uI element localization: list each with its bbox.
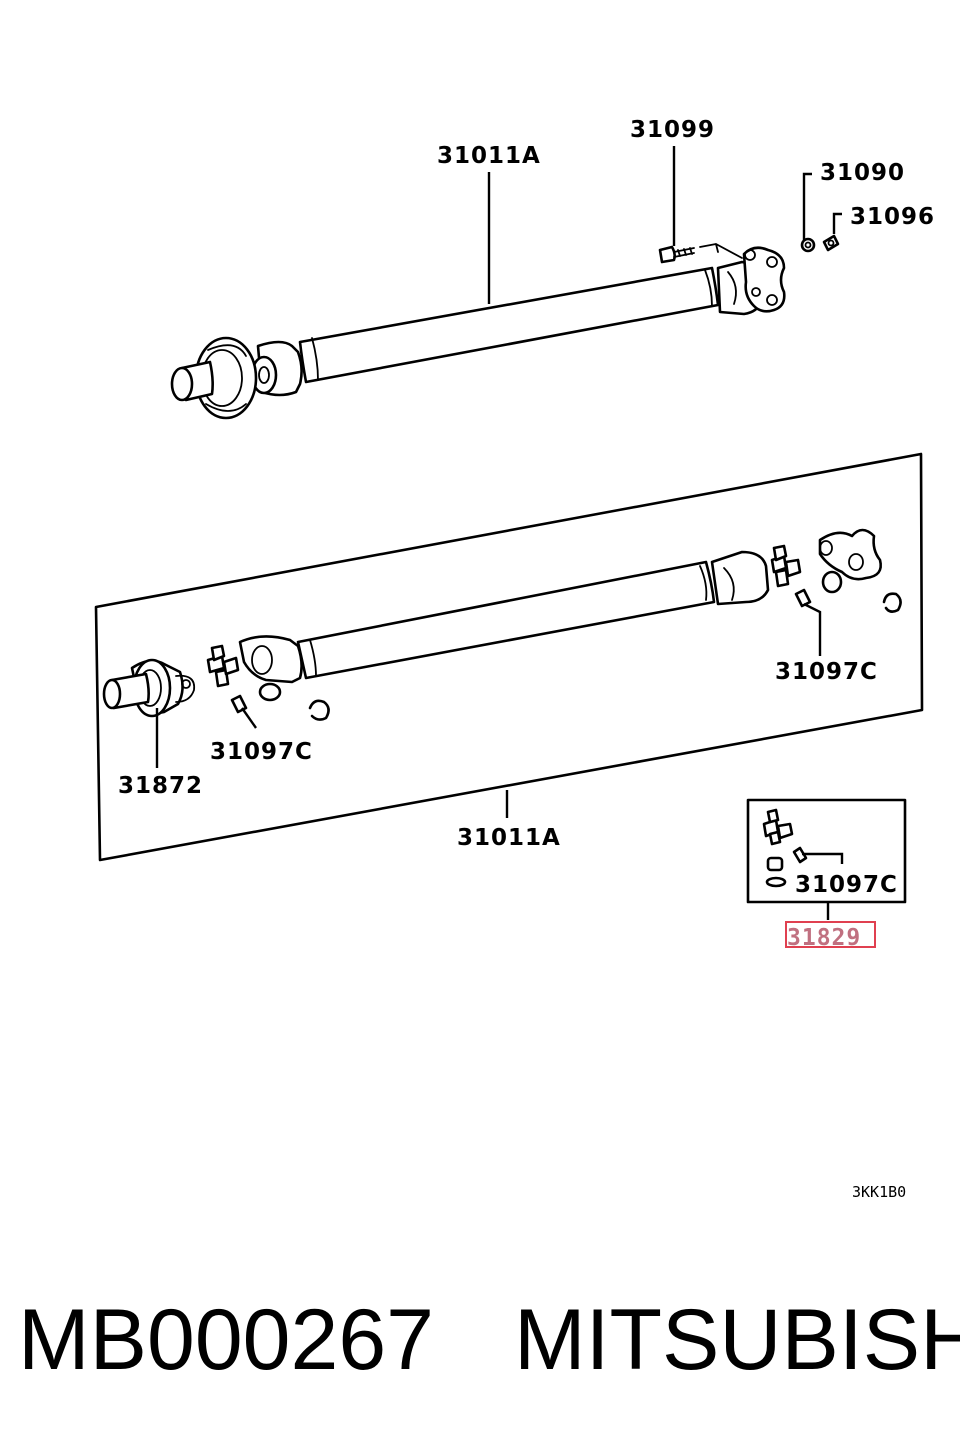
leader-kit-fitting <box>802 852 844 864</box>
label-kit[interactable]: 31829 <box>787 925 861 951</box>
lower-propeller-shaft <box>102 528 902 721</box>
lower-shaft-frame <box>94 452 924 862</box>
part-number: MB000267 <box>18 1291 434 1388</box>
exploded-parts-diagram: 31011A 31099 31090 31096 <box>94 117 935 1201</box>
kit-highlight-box <box>785 921 876 948</box>
upper-propeller-shaft <box>170 234 840 420</box>
leader-washer <box>832 212 842 234</box>
figure-code: 3KK1B0 <box>852 1183 906 1201</box>
label-fitting-right: 31097C <box>775 659 878 685</box>
footer: MB000267 MITSUBISHI <box>18 1280 960 1400</box>
leader-fitting-right <box>803 602 822 656</box>
label-fitting-left: 31097C <box>210 739 313 765</box>
label-lower-shaft: 31011A <box>457 825 561 851</box>
leader-nut <box>802 172 812 240</box>
leader-fitting-left <box>241 707 257 729</box>
label-washer: 31096 <box>850 204 935 230</box>
brand-name: MITSUBISHI <box>513 1291 960 1388</box>
kit-inset-frame <box>746 798 907 904</box>
label-nut: 31090 <box>820 160 905 186</box>
kit-inset-parts <box>762 808 808 888</box>
label-bolt: 31099 <box>630 117 715 143</box>
label-center-bearing: 31872 <box>118 773 203 799</box>
label-kit-fitting: 31097C <box>795 872 898 898</box>
label-upper-shaft: 31011A <box>437 143 541 169</box>
